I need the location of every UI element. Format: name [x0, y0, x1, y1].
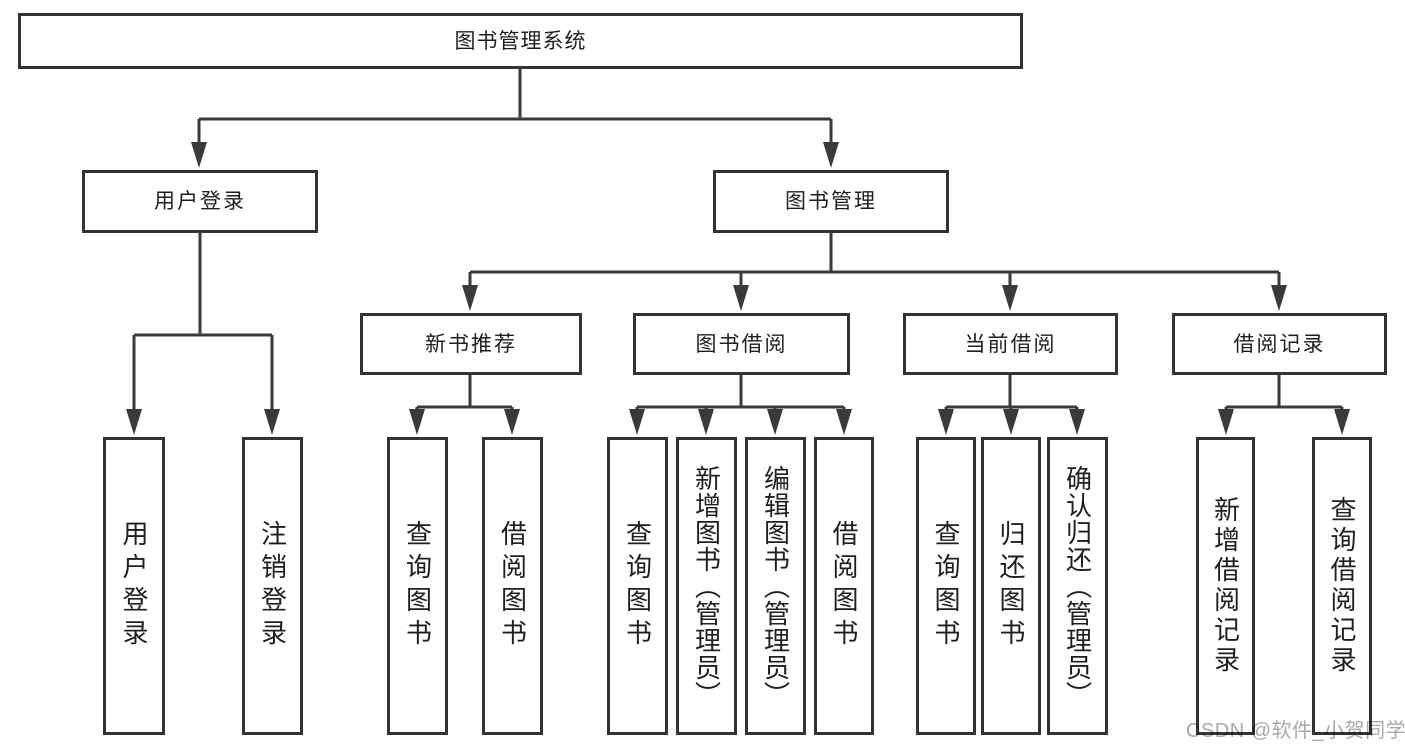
leaf-query-books-current-label: 查询图书 [931, 520, 961, 652]
node-book-borrow: 图书借阅 [633, 313, 850, 375]
leaf-user-login-label: 用户登录 [119, 520, 149, 652]
node-book-management-label: 图书管理 [785, 190, 877, 213]
node-current-borrow-label: 当前借阅 [964, 332, 1057, 356]
node-new-book-recommend-label: 新书推荐 [425, 332, 517, 356]
leaf-borrow-books: 借阅图书 [814, 437, 874, 735]
arrowheads-root-to-level2 [191, 142, 839, 168]
leaf-add-borrow-record-label: 新增借阅记录 [1210, 496, 1241, 676]
leaf-borrow-books-label: 借阅图书 [829, 520, 859, 652]
node-library-system: 图书管理系统 [18, 13, 1023, 69]
arrowheads-bookmgmt-to-level3 [462, 285, 1287, 311]
leaf-logout: 注销登录 [242, 437, 303, 735]
leaf-query-books-borrow: 查询图书 [607, 437, 668, 735]
connector-bookborrow-to-leaves [635, 375, 846, 411]
connector-userlogin-to-leaves [132, 233, 274, 411]
leaf-borrow-books-recommend: 借阅图书 [482, 437, 543, 735]
node-borrow-records: 借阅记录 [1172, 313, 1387, 375]
leaf-return-book: 归还图书 [981, 437, 1041, 735]
leaf-add-book-admin-label: 新增图书（管理员） [691, 464, 722, 708]
leaf-user-login: 用户登录 [103, 437, 165, 735]
leaf-edit-book-admin: 编辑图书（管理员） [745, 437, 806, 735]
node-new-book-recommend: 新书推荐 [360, 313, 582, 375]
arrowheads-currentborrow-to-leaves [938, 409, 1085, 435]
leaf-query-books-recommend: 查询图书 [387, 437, 448, 735]
leaf-logout-label: 注销登录 [257, 520, 288, 652]
leaf-add-borrow-record: 新增借阅记录 [1196, 437, 1255, 735]
leaf-query-books-current: 查询图书 [916, 437, 976, 735]
arrowheads-newbook-to-leaves [409, 409, 520, 435]
leaf-edit-book-admin-label: 编辑图书（管理员） [760, 464, 791, 708]
node-borrow-records-label: 借阅记录 [1233, 332, 1326, 356]
leaf-add-book-admin: 新增图书（管理员） [676, 437, 737, 735]
leaf-borrow-books-recommend-label: 借阅图书 [497, 520, 528, 652]
node-book-borrow-label: 图书借阅 [695, 332, 788, 356]
leaf-query-borrow-record: 查询借阅记录 [1312, 437, 1372, 735]
leaf-confirm-return-admin: 确认归还（管理员） [1047, 437, 1108, 735]
node-current-borrow: 当前借阅 [903, 313, 1118, 375]
connector-records-to-leaves [1224, 375, 1344, 411]
node-user-login-label: 用户登录 [154, 190, 246, 213]
leaf-query-books-recommend-label: 查询图书 [402, 520, 433, 652]
node-user-login: 用户登录 [82, 170, 318, 233]
leaf-confirm-return-admin-label: 确认归还（管理员） [1062, 464, 1093, 708]
leaf-query-books-borrow-label: 查询图书 [622, 520, 653, 652]
arrowheads-bookborrow-to-leaves [629, 409, 852, 435]
leaf-return-book-label: 归还图书 [996, 520, 1026, 652]
connector-newbook-to-leaves [415, 375, 514, 411]
node-book-management: 图书管理 [713, 170, 949, 233]
node-library-system-label: 图书管理系统 [454, 29, 587, 53]
csdn-watermark: CSDN @软件_小贺同学 [1186, 720, 1405, 742]
connector-currentborrow-to-leaves [944, 375, 1079, 411]
leaf-query-borrow-record-label: 查询借阅记录 [1327, 496, 1357, 676]
connector-root-to-level2 [197, 69, 833, 144]
arrowheads-userlogin-to-leaves [126, 409, 280, 435]
arrowheads-records-to-leaves [1218, 409, 1350, 435]
connector-bookmgmt-to-level3 [468, 233, 1281, 288]
